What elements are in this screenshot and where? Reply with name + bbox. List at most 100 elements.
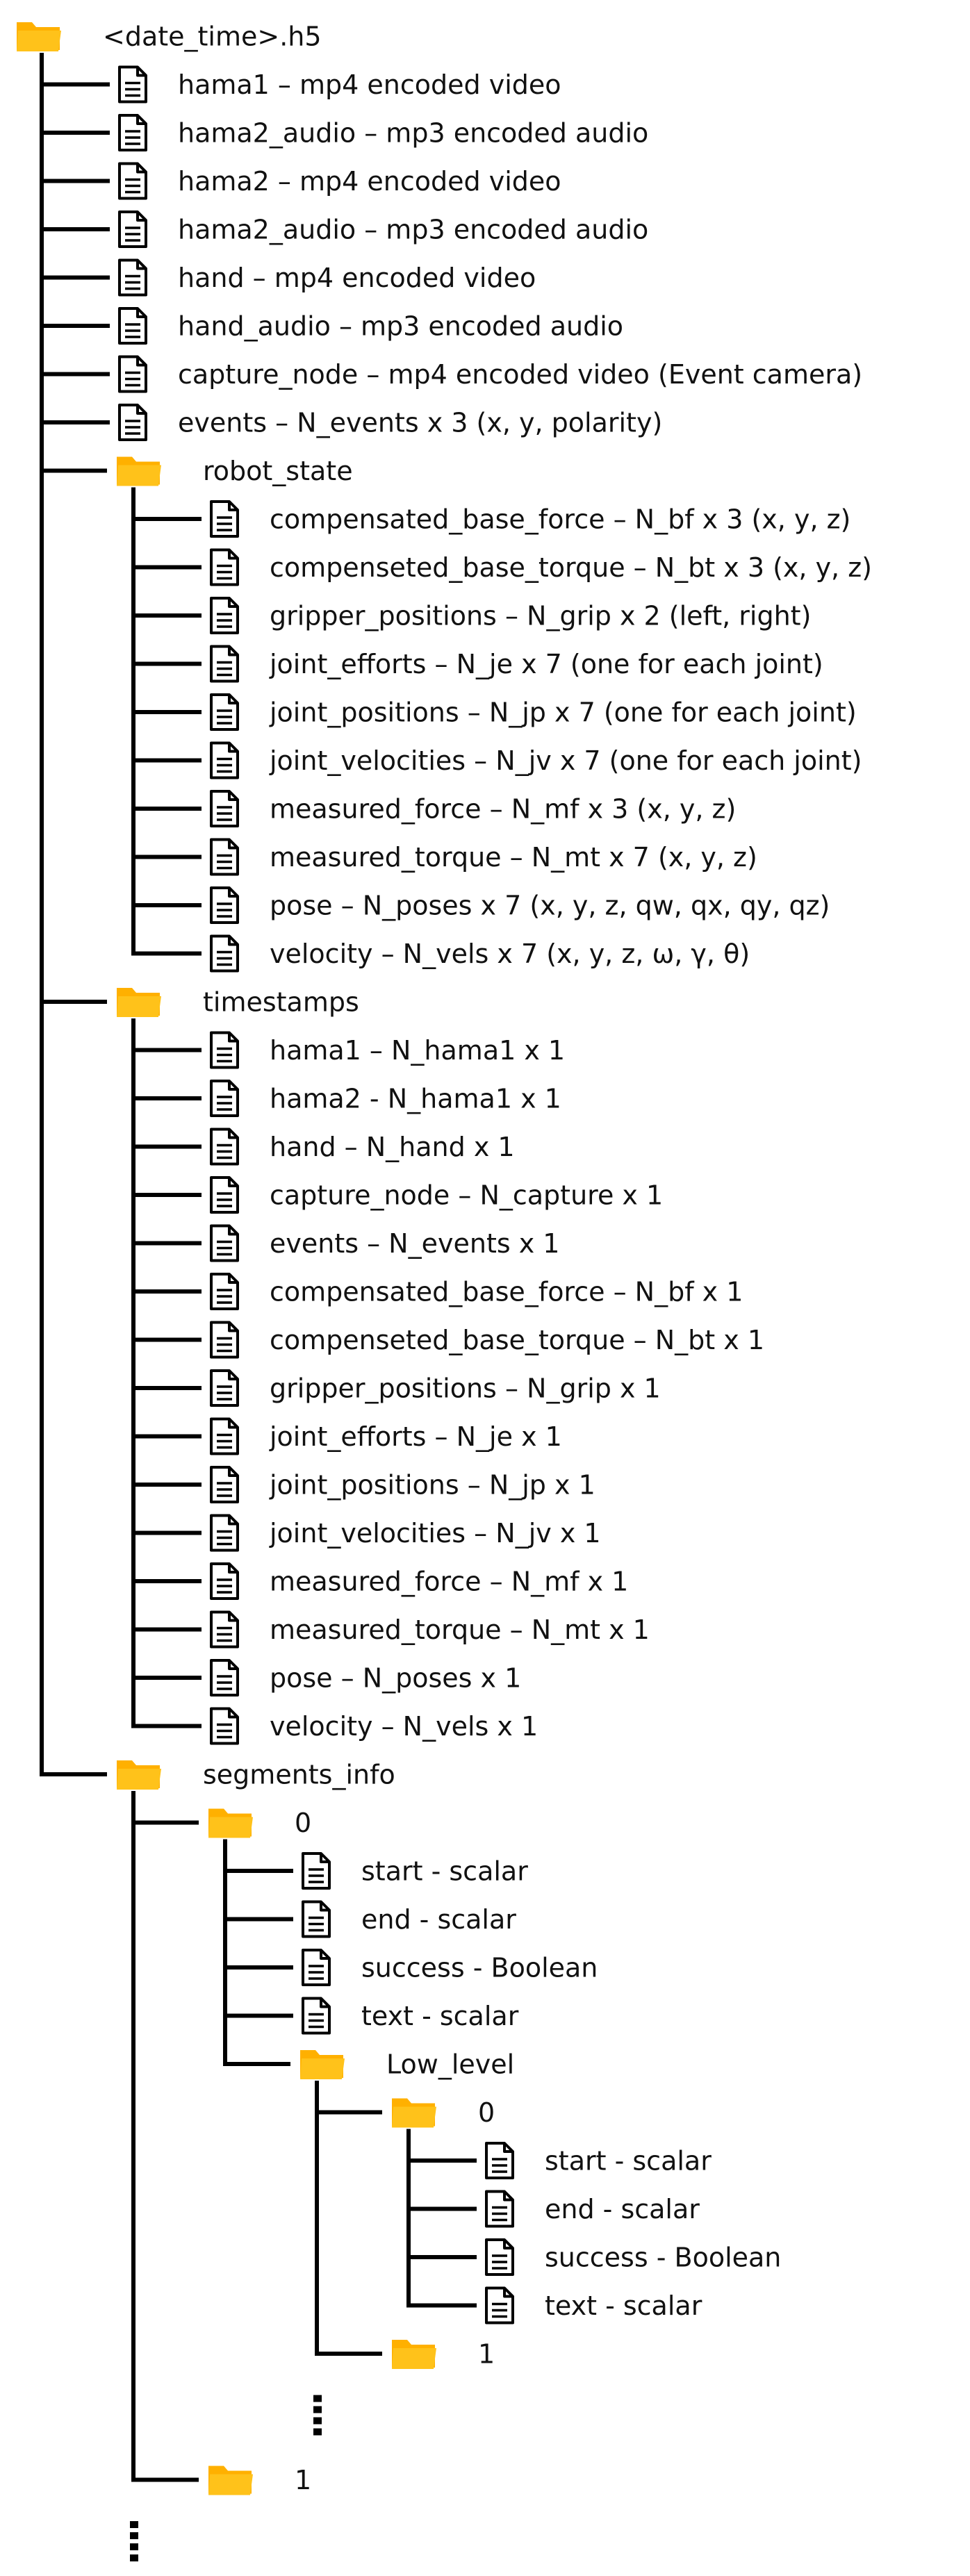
file-icon	[210, 1659, 239, 1696]
file-icon	[210, 790, 239, 827]
file-icon	[210, 1224, 239, 1262]
file-label: compensated_base_force – N_bf x 1	[270, 1276, 743, 1307]
folder-label: robot_state	[203, 456, 353, 486]
file-icon	[210, 597, 239, 634]
file-icon	[118, 307, 147, 345]
folder-label: Low_level	[386, 2049, 514, 2079]
folder-icon	[117, 988, 161, 1017]
file-label: pose – N_poses x 7 (x, y, z, qw, qx, qy,…	[270, 890, 830, 920]
file-icon	[210, 1562, 239, 1600]
file-label: compensated_base_force – N_bf x 3 (x, y,…	[270, 504, 850, 534]
file-label: velocity – N_vels x 1	[270, 1711, 538, 1742]
file-icon	[210, 693, 239, 731]
file-label: gripper_positions – N_grip x 2 (left, ri…	[270, 600, 811, 631]
file-icon	[210, 1176, 239, 1214]
file-label: joint_velocities – N_jv x 7 (one for eac…	[269, 745, 862, 776]
file-label: capture_node – N_capture x 1	[270, 1180, 663, 1210]
file-icon	[302, 1949, 331, 1986]
file-icon	[210, 500, 239, 538]
file-icon	[210, 1466, 239, 1503]
file-icon	[118, 114, 147, 151]
file-icon	[210, 1417, 239, 1455]
file-label: pose – N_poses x 1	[270, 1662, 521, 1693]
file-icon	[485, 2238, 514, 2276]
file-icon	[210, 1273, 239, 1310]
file-label: text - scalar	[361, 2001, 519, 2031]
folder-label: 1	[295, 2465, 311, 2495]
file-label: hand – mp4 encoded video	[178, 263, 536, 293]
folder-icon	[392, 2098, 436, 2128]
file-label: joint_velocities – N_jv x 1	[269, 1518, 601, 1549]
file-label: joint_efforts – N_je x 7 (one for each j…	[269, 649, 823, 679]
file-label: compenseted_base_torque – N_bt x 1	[270, 1325, 764, 1355]
folder-label: timestamps	[203, 986, 359, 1017]
file-label: measured_torque – N_mt x 1	[270, 1615, 650, 1645]
folder-icon	[208, 1808, 253, 1838]
file-label: compenseted_base_torque – N_bt x 3 (x, y…	[270, 552, 872, 583]
file-label: end - scalar	[545, 2194, 700, 2224]
file-label: velocity – N_vels x 7 (x, y, z, ω, γ, θ)	[270, 939, 750, 969]
file-icon	[485, 2286, 514, 2325]
folder-label: 0	[295, 1808, 311, 1838]
folder-icon	[117, 456, 161, 486]
file-label: hama1 – mp4 encoded video	[178, 69, 561, 100]
folder-icon	[208, 2466, 253, 2495]
file-label: events – N_events x 1	[270, 1228, 559, 1259]
file-label: hama2_audio – mp3 encoded audio	[178, 117, 648, 148]
file-label: measured_force – N_mf x 3 (x, y, z)	[270, 793, 736, 824]
file-label: end - scalar	[361, 1904, 516, 1935]
file-label: joint_positions – N_jp x 7 (one for each…	[269, 697, 857, 727]
file-label: success - Boolean	[545, 2242, 781, 2272]
file-icon	[210, 1707, 239, 1745]
folder-icon	[117, 1760, 161, 1790]
file-icon	[118, 404, 147, 441]
file-icon	[118, 210, 147, 248]
folder-label: segments_info	[203, 1759, 395, 1790]
folder-label: 1	[478, 2338, 495, 2369]
file-label: events – N_events x 3 (x, y, polarity)	[178, 407, 662, 438]
file-label: joint_efforts – N_je x 1	[269, 1421, 562, 1452]
file-icon	[302, 1852, 331, 1890]
file-icon	[118, 258, 147, 297]
file-label: gripper_positions – N_grip x 1	[270, 1373, 661, 1403]
file-icon	[210, 741, 239, 779]
file-label: text - scalar	[545, 2290, 702, 2321]
file-icon	[210, 1080, 239, 1117]
file-icon	[210, 1031, 239, 1069]
folder-icon	[392, 2340, 436, 2369]
file-label: joint_positions – N_jp x 1	[269, 1469, 595, 1500]
file-label: capture_node – mp4 encoded video (Event …	[178, 359, 862, 390]
folder-icon	[17, 22, 61, 51]
file-icon	[210, 1369, 239, 1407]
ellipsis-more-items	[130, 2521, 138, 2561]
file-icon	[210, 838, 239, 876]
file-label: hama2_audio – mp3 encoded audio	[178, 214, 648, 245]
file-label: hama1 – N_hama1 x 1	[270, 1035, 565, 1066]
file-label: hama2 - N_hama1 x 1	[270, 1083, 561, 1114]
file-icon	[210, 934, 239, 973]
file-icon	[210, 645, 239, 683]
file-label: hand_audio – mp3 encoded audio	[178, 311, 623, 341]
file-label: start - scalar	[545, 2145, 712, 2176]
file-icon	[302, 1997, 331, 2035]
file-label: success - Boolean	[361, 1952, 598, 1983]
file-icon	[210, 548, 239, 586]
file-label: hama2 – mp4 encoded video	[178, 166, 561, 197]
file-icon	[302, 1900, 331, 1938]
file-icon	[210, 1128, 239, 1166]
file-icon	[210, 1514, 239, 1552]
file-icon	[210, 1321, 239, 1359]
file-icon	[118, 65, 147, 104]
file-label: measured_torque – N_mt x 7 (x, y, z)	[270, 842, 757, 873]
folder-icon	[300, 2050, 345, 2079]
file-icon	[210, 1610, 239, 1649]
folder-label: <date_time>.h5	[103, 21, 322, 51]
file-icon	[485, 2190, 514, 2228]
ellipsis-more-items	[313, 2395, 322, 2436]
folder-label: 0	[478, 2097, 495, 2128]
file-label: hand – N_hand x 1	[270, 1132, 515, 1162]
file-icon	[210, 886, 239, 924]
file-label: measured_force – N_mf x 1	[270, 1566, 628, 1596]
file-icon	[118, 162, 147, 200]
